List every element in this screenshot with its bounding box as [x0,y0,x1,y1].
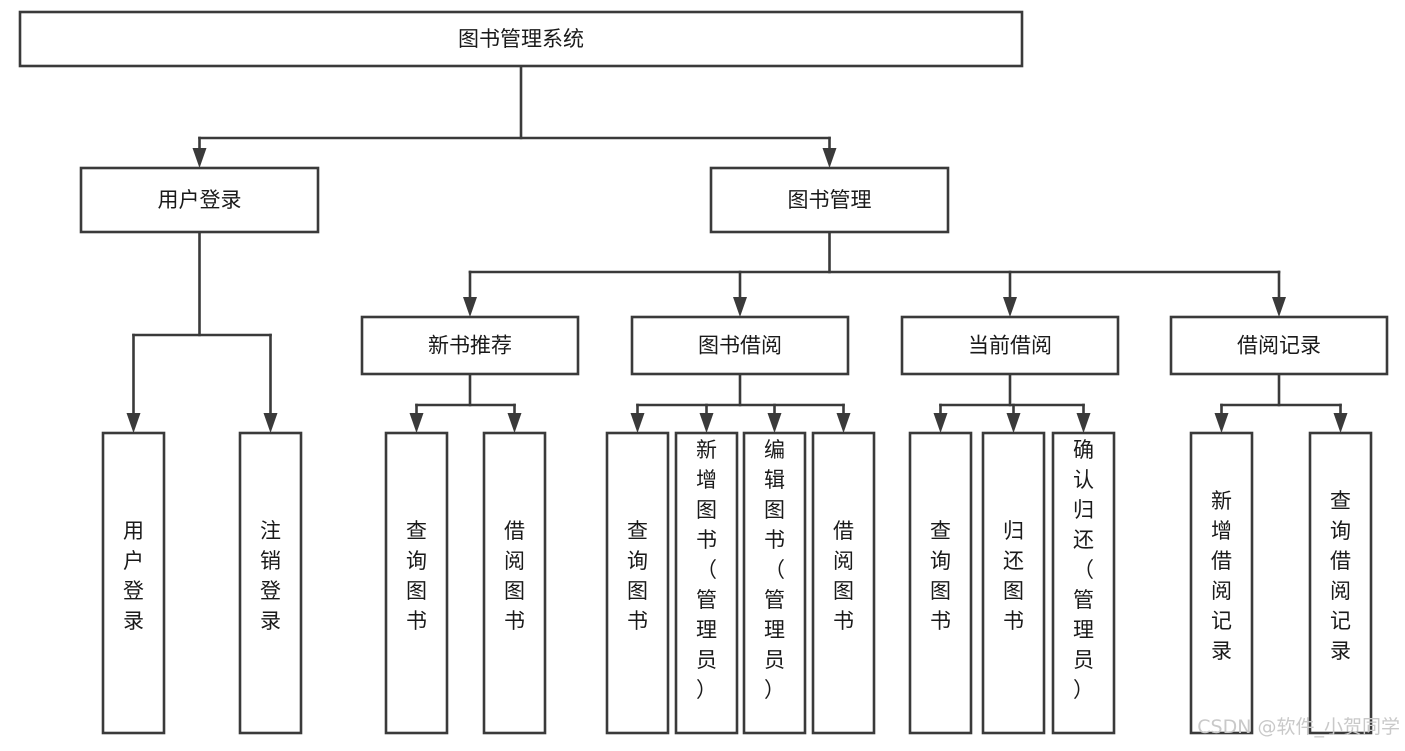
edge-arrow-leaf-query-book-new [409,413,424,433]
node-label-leaf-query-book-borrow: 查询图书 [627,519,648,633]
edge-group-book-management [463,230,1286,317]
node-label-leaf-query-book-new: 查询图书 [406,519,427,633]
node-leaf-add-borrow-record[interactable]: 新增借阅记录 [1189,431,1254,735]
node-book-management[interactable]: 图书管理 [709,166,950,234]
node-leaf-return-book[interactable]: 归还图书 [981,431,1046,735]
edge-group-borrow-record [1214,372,1348,433]
edge-arrow-user-login [192,148,207,168]
node-leaf-add-book-admin[interactable]: 新增图书（管理员） [674,431,739,735]
node-label-book-borrow: 图书借阅 [698,334,782,358]
edge-group-book-borrow [630,372,851,433]
node-box-leaf-borrow-book-new [482,431,547,735]
node-box-root [18,10,1024,68]
node-borrow-record[interactable]: 借阅记录 [1169,315,1389,376]
edge-group-root [192,64,837,168]
edge-group-user-login [126,230,278,433]
edge-arrow-leaf-logout [263,413,278,433]
node-box-current-borrow [900,315,1120,376]
node-box-leaf-confirm-return-admin [1051,431,1116,735]
csdn-watermark: CSDN @软件_小贺同学 [1197,716,1400,738]
node-user-login[interactable]: 用户登录 [79,166,320,234]
node-root[interactable]: 图书管理系统 [18,10,1024,68]
node-box-leaf-user-login [101,431,166,735]
edge-arrow-leaf-add-book-admin [699,413,714,433]
node-box-book-management [709,166,950,234]
node-label-leaf-add-borrow-record: 新增借阅记录 [1211,489,1232,663]
node-box-leaf-logout [238,431,303,735]
edge-arrow-new-book-recommend [463,297,477,317]
edge-arrow-book-borrow [733,297,747,317]
edge-arrow-leaf-edit-book-admin [767,413,782,433]
node-label-book-management: 图书管理 [788,188,872,212]
node-box-leaf-edit-book-admin [742,431,807,735]
node-label-leaf-edit-book-admin: 编辑图书（管理员） [764,438,785,702]
edge-arrow-book-management [822,148,837,168]
node-label-user-login: 用户登录 [158,188,242,212]
edge-arrow-leaf-borrow-book-borrow [836,413,851,433]
node-leaf-confirm-return-admin[interactable]: 确认归还（管理员） [1051,431,1116,735]
node-leaf-query-book-new[interactable]: 查询图书 [384,431,449,735]
edge-arrow-leaf-borrow-book-new [507,413,522,433]
node-box-new-book-recommend [360,315,580,376]
node-label-leaf-user-login: 用户登录 [123,519,144,633]
node-label-leaf-query-book-current: 查询图书 [930,519,951,633]
edge-arrow-leaf-query-book-current [933,413,948,433]
edge-group-new-book-recommend [409,372,522,433]
node-box-leaf-query-book-new [384,431,449,735]
node-box-leaf-query-book-borrow [605,431,670,735]
node-box-leaf-query-borrow-record [1308,431,1373,735]
edge-arrow-borrow-record [1272,297,1286,317]
node-label-leaf-query-borrow-record: 查询借阅记录 [1330,489,1351,663]
node-current-borrow[interactable]: 当前借阅 [900,315,1120,376]
node-new-book-recommend[interactable]: 新书推荐 [360,315,580,376]
node-box-leaf-add-book-admin [674,431,739,735]
edge-arrow-leaf-confirm-return-admin [1076,413,1091,433]
node-leaf-logout[interactable]: 注销登录 [238,431,303,735]
node-box-leaf-borrow-book-borrow [811,431,876,735]
node-leaf-query-book-borrow[interactable]: 查询图书 [605,431,670,735]
node-label-current-borrow: 当前借阅 [968,334,1052,358]
node-box-book-borrow [630,315,850,376]
node-label-leaf-logout: 注销登录 [260,519,281,633]
node-box-borrow-record [1169,315,1389,376]
edges-layer [126,64,1348,433]
node-leaf-query-book-current[interactable]: 查询图书 [908,431,973,735]
node-label-leaf-borrow-book-borrow: 借阅图书 [833,519,854,633]
node-label-borrow-record: 借阅记录 [1237,334,1321,358]
edge-arrow-leaf-user-login [126,413,141,433]
edge-arrow-leaf-add-borrow-record [1214,413,1229,433]
node-leaf-query-borrow-record[interactable]: 查询借阅记录 [1308,431,1373,735]
node-box-user-login [79,166,320,234]
nodes-layer: 图书管理系统用户登录图书管理新书推荐图书借阅当前借阅借阅记录用户登录注销登录查询… [18,10,1389,735]
node-leaf-edit-book-admin[interactable]: 编辑图书（管理员） [742,431,807,735]
node-label-leaf-borrow-book-new: 借阅图书 [504,519,525,633]
edge-group-current-borrow [933,372,1091,433]
edge-arrow-leaf-return-book [1006,413,1021,433]
edge-arrow-leaf-query-borrow-record [1333,413,1348,433]
edge-arrow-leaf-query-book-borrow [630,413,645,433]
node-book-borrow[interactable]: 图书借阅 [630,315,850,376]
node-box-leaf-query-book-current [908,431,973,735]
node-label-leaf-return-book: 归还图书 [1003,519,1024,633]
node-box-leaf-add-borrow-record [1189,431,1254,735]
node-leaf-borrow-book-new[interactable]: 借阅图书 [482,431,547,735]
node-label-root: 图书管理系统 [458,27,584,51]
node-leaf-borrow-book-borrow[interactable]: 借阅图书 [811,431,876,735]
edge-arrow-current-borrow [1003,297,1017,317]
node-label-leaf-add-book-admin: 新增图书（管理员） [696,438,717,702]
node-label-new-book-recommend: 新书推荐 [428,334,512,358]
node-label-leaf-confirm-return-admin: 确认归还（管理员） [1073,438,1094,702]
node-leaf-user-login[interactable]: 用户登录 [101,431,166,735]
node-box-leaf-return-book [981,431,1046,735]
